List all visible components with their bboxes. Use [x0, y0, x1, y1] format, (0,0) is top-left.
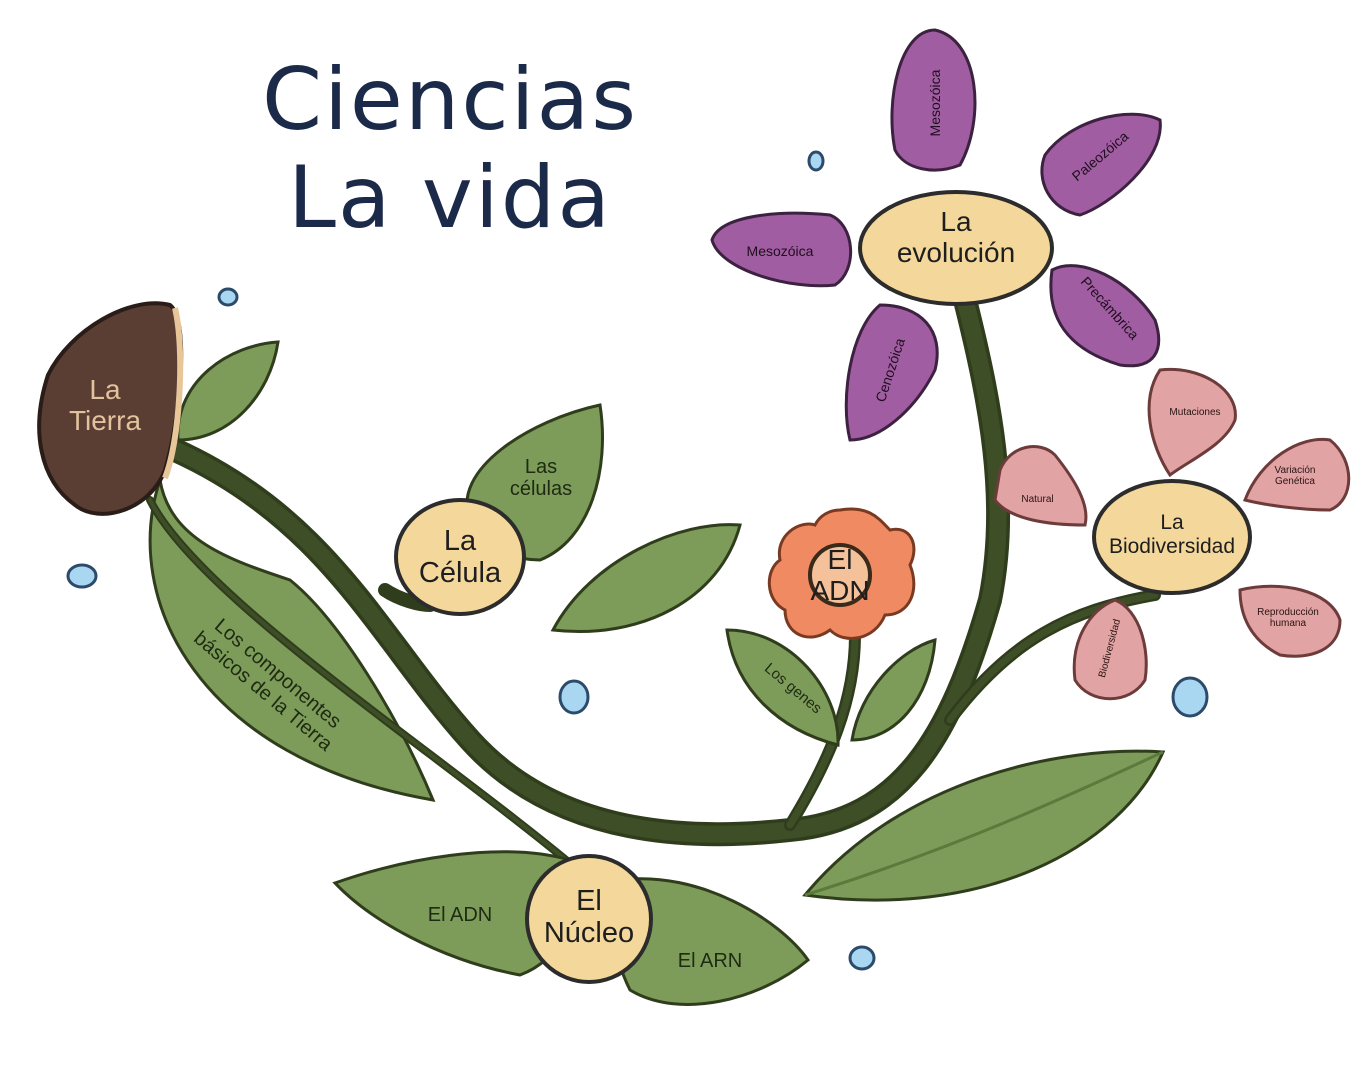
petal-evolution-right-top: [1040, 112, 1162, 217]
leaf-plain-genes-right: [850, 637, 937, 742]
node-evolucion-shape: [858, 190, 1054, 306]
earth-seed: [37, 301, 184, 516]
petal-biodiversidad: [1072, 598, 1148, 701]
petal-evolution-top: [890, 28, 977, 172]
petal-mutaciones: [1147, 367, 1237, 478]
petal-variacion: [1243, 437, 1351, 512]
nodes: [394, 190, 1252, 984]
water-drops: [66, 150, 1209, 971]
leaf-near-tierra: [176, 340, 280, 442]
petal-top-label: Mesozóica: [927, 69, 943, 137]
petal-evolution-left: [710, 211, 852, 288]
water-drop: [1171, 676, 1209, 718]
node-nucleo-shape: [525, 854, 653, 984]
petal-reproduccion: [1238, 584, 1342, 658]
node-biodiversidad-shape: [1092, 479, 1252, 595]
petal-left-label: Mesozóica: [746, 243, 814, 259]
biodiversity-petals: [993, 367, 1351, 701]
water-drop: [66, 563, 98, 589]
leaf-los-componentes: [148, 479, 436, 802]
petal-evolution-right-bottom: [1049, 264, 1161, 368]
water-drop: [807, 150, 825, 172]
water-drop: [848, 945, 876, 971]
leaf-los-genes: [725, 628, 840, 747]
stems: [146, 288, 1161, 884]
water-drop: [558, 679, 590, 715]
title-line-1: Ciencias: [261, 50, 639, 150]
petal-evolution-bottom: [844, 303, 939, 442]
node-celula-shape: [394, 498, 526, 616]
petal-natural: [993, 445, 1088, 527]
evolution-petals: [710, 28, 1162, 442]
title-line-2: La vida: [287, 148, 613, 248]
water-drop: [217, 287, 239, 307]
leaf-plain-middle: [550, 523, 742, 633]
